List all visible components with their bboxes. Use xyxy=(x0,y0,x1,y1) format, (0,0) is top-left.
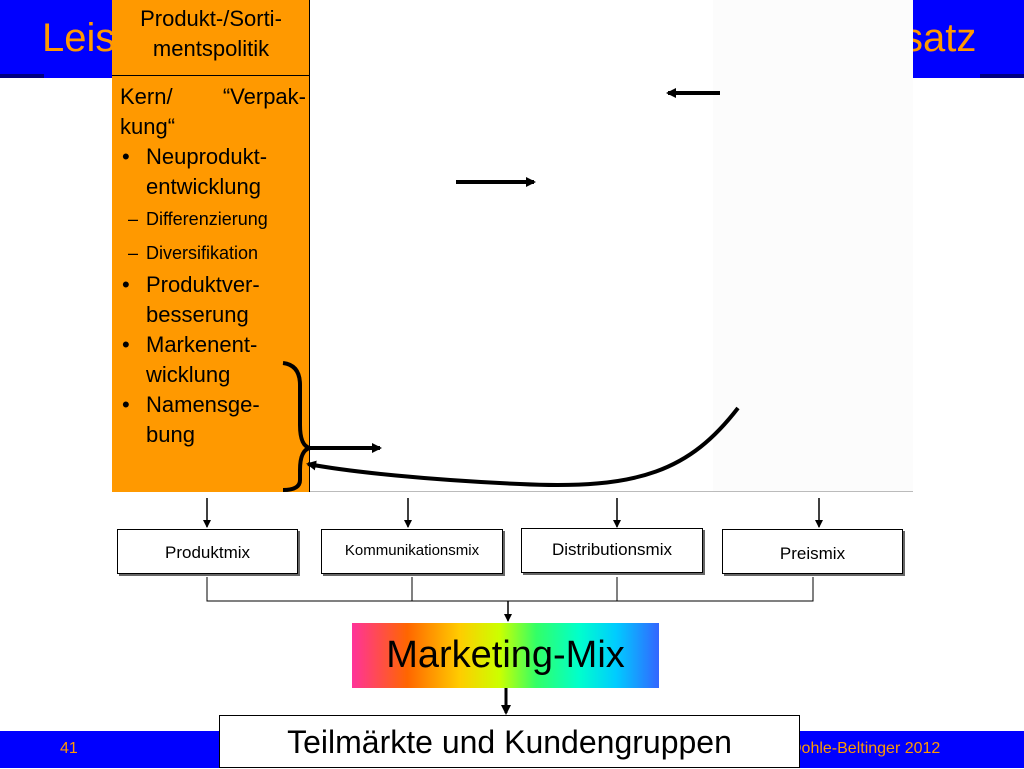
mix-bracket xyxy=(206,577,814,602)
preismix-box: Preismix xyxy=(722,529,903,574)
list-item: Namensge- bung xyxy=(120,390,306,450)
core-line: Kern/ “Verpak- xyxy=(120,82,306,112)
list-item-line: Markenent- xyxy=(146,332,258,357)
curly-brace xyxy=(282,361,311,492)
list-item: Produktver- besserung xyxy=(120,270,306,330)
title-left-fragment: Leis xyxy=(42,16,116,60)
arrow-curved xyxy=(306,406,740,487)
title-bar-shadow-left xyxy=(0,74,44,78)
distributionsmix-box: Distributionsmix xyxy=(521,528,703,573)
list-item-line: bung xyxy=(146,422,195,447)
list-item-line: Namensge- xyxy=(146,392,260,417)
title-bar-shadow-right xyxy=(980,74,1024,78)
core-word-1: Kern/ xyxy=(120,84,173,109)
content-area-right xyxy=(713,0,913,492)
kommunikationsmix-box: Kommunikationsmix xyxy=(321,529,503,574)
list-item-line: Produktver- xyxy=(146,272,260,297)
product-policy-header: Produkt-/Sorti- mentspolitik xyxy=(112,0,310,76)
list-item: Neuprodukt- entwicklung xyxy=(120,142,306,202)
list-item-line: entwicklung xyxy=(146,174,261,199)
list-item-line: Neuprodukt- xyxy=(146,144,268,169)
core-word-2: “Verpak- xyxy=(222,84,306,109)
list-item: Markenent- wicklung xyxy=(120,330,306,390)
header-line-1: Produkt-/Sorti- xyxy=(140,6,282,31)
marketing-mix-box: Marketing-Mix xyxy=(352,623,659,688)
list-item-line: besserung xyxy=(146,302,249,327)
page-number: 41 xyxy=(60,740,78,757)
content-bottom-line xyxy=(112,491,913,492)
core-word-3: kung“ xyxy=(120,114,176,139)
target-box: Teilmärkte und Kundengruppen xyxy=(219,715,800,768)
produktmix-box: Produktmix xyxy=(117,529,298,574)
footer-credit: Dohle-Beltinger 2012 xyxy=(790,740,941,757)
list-item-line: wicklung xyxy=(146,362,231,387)
title-right-fragment: satz xyxy=(903,16,977,60)
sub-item: Differenzierung xyxy=(120,202,306,236)
header-line-2: mentspolitik xyxy=(152,36,270,61)
product-policy-body: Kern/ “Verpak- kung“ Neuprodukt- entwick… xyxy=(120,82,306,450)
sub-item: Diversifikation xyxy=(120,236,306,270)
